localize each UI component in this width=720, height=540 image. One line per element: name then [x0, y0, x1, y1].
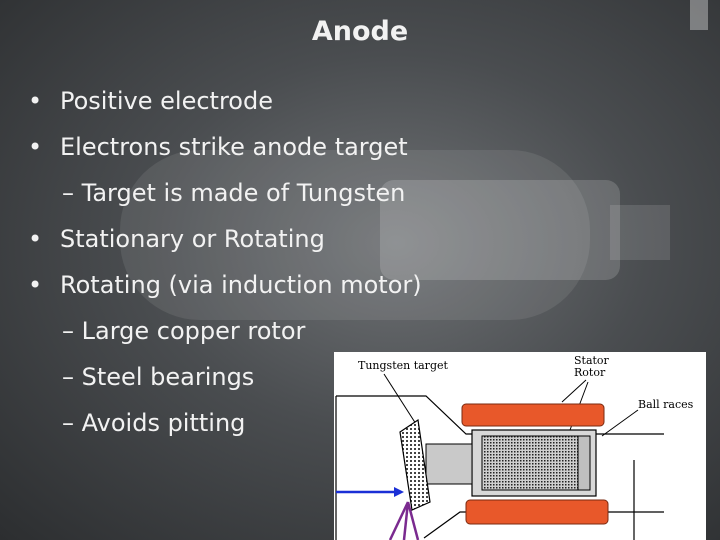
bullet-text: Rotating (via induction motor) [60, 271, 422, 299]
bullet-marker: • [28, 133, 43, 161]
background-tube-cap [610, 205, 670, 260]
tungsten-target [399, 418, 431, 511]
bullet-marker: • [28, 271, 43, 299]
sub-bullet-marker: – [62, 317, 74, 345]
sub-bullet-item: – Steel bearings [28, 354, 422, 400]
xray-beam-1 [388, 501, 410, 540]
ball-races-leader-line [601, 409, 639, 437]
xray-beam-2 [402, 501, 410, 540]
sub-bullet-item: – Large copper rotor [28, 308, 422, 354]
background-tube-core [380, 180, 620, 280]
bullet-item: • Positive electrode [28, 78, 422, 124]
anode-stem [425, 443, 473, 485]
sub-bullet-text: Steel bearings [81, 363, 255, 391]
sub-bullet-marker: – [62, 363, 82, 391]
ball-race [577, 435, 591, 491]
bullet-text: Stationary or Rotating [60, 225, 325, 253]
sub-bullet-text: Large copper rotor [81, 317, 306, 345]
background-scroll-mark [690, 0, 708, 30]
rotor [481, 435, 581, 491]
bullet-text: Positive electrode [60, 87, 273, 115]
bullet-marker: • [28, 87, 43, 115]
target-leader-line [383, 373, 417, 425]
sub-bullet-item: – Avoids pitting [28, 400, 422, 446]
bullet-text: Electrons strike anode target [60, 133, 408, 161]
xray-beam-3 [406, 501, 420, 540]
bullet-list: • Positive electrode • Electrons strike an… [28, 78, 422, 446]
sub-bullet-marker: – [62, 179, 74, 207]
stator-label: Stator [574, 354, 610, 367]
bullet-item: • Rotating (via induction motor) [28, 262, 422, 308]
stator-bottom [465, 499, 609, 525]
stator-top [461, 403, 605, 427]
rotating-anode-svg: Tungsten target Stator Rotor Ball races [335, 354, 694, 540]
sub-bullet-item: – Target is made of Tungsten [28, 170, 422, 216]
bullet-item: • Electrons strike anode target [28, 124, 422, 170]
tungsten-target-label: Tungsten target [358, 359, 448, 372]
sub-bullet-text: Target is made of Tungsten [81, 179, 406, 207]
bullet-marker: • [28, 225, 43, 253]
ball-races-label: Ball races [638, 398, 694, 411]
rotating-anode-diagram: Tungsten target Stator Rotor Ball races [334, 352, 706, 540]
slide-title: Anode [311, 16, 409, 47]
stator-leader-line [561, 379, 587, 403]
bullet-item: • Stationary or Rotating [28, 216, 422, 262]
electron-beam-arrow [394, 487, 404, 497]
background-tube-image [120, 150, 590, 320]
sub-bullet-text: Avoids pitting [81, 409, 246, 437]
sub-bullet-marker: – [62, 409, 74, 437]
rotor-label: Rotor [574, 366, 606, 379]
